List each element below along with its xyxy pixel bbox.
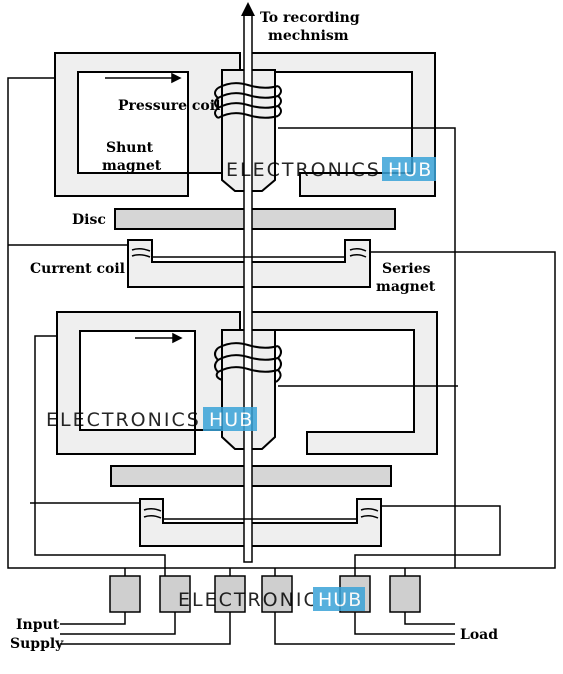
- svg-text:ELECTRONICS: ELECTRONICS: [46, 409, 201, 431]
- terminal-4: [261, 575, 293, 613]
- label-recording-1: To recording: [260, 10, 360, 26]
- svg-text:ELECTRONICS: ELECTRONICS: [178, 589, 333, 611]
- label-current-coil: Current coil: [30, 261, 125, 277]
- svg-text:ELECTRONICS: ELECTRONICS: [226, 159, 381, 181]
- terminal-1: [109, 575, 141, 613]
- terminal-2: [159, 575, 191, 613]
- wiring: [7, 77, 556, 645]
- watermark-middle: ELECTRONICS HUB: [46, 407, 257, 431]
- lower-pressure-coil: [214, 342, 282, 383]
- watermark-lower: ELECTRONICS HUB: [178, 587, 365, 611]
- watermark-upper: ELECTRONICS HUB: [226, 157, 436, 181]
- upper-current-coil: [131, 247, 367, 258]
- upper-shunt-magnet-left: [54, 52, 241, 197]
- terminal-6: [389, 575, 421, 613]
- label-disc: Disc: [72, 212, 106, 228]
- svg-text:HUB: HUB: [209, 409, 253, 431]
- lower-shunt-magnet-left: [56, 311, 241, 455]
- label-shunt-1: Shunt: [106, 140, 154, 156]
- label-supply: Supply: [10, 636, 64, 652]
- disc: [114, 208, 396, 230]
- label-series-2: magnet: [376, 279, 436, 295]
- spindle-arrow-icon: [241, 2, 255, 16]
- lower-series-magnet: [139, 498, 382, 547]
- flux-arrows: [105, 72, 183, 344]
- label-shunt-2: magnet: [102, 158, 162, 174]
- label-load: Load: [460, 627, 498, 643]
- label-input: Input: [16, 617, 60, 633]
- lower-shunt-magnet-right: [249, 311, 438, 455]
- svg-text:HUB: HUB: [318, 589, 362, 611]
- label-series-1: Series: [382, 261, 431, 277]
- terminal-3: [214, 575, 246, 613]
- lower-current-coil: [143, 507, 379, 520]
- svg-text:HUB: HUB: [388, 159, 432, 181]
- label-pressure-coil: Pressure coil: [118, 98, 220, 114]
- label-recording-2: mechnism: [268, 28, 349, 44]
- upper-pressure-coil: [214, 82, 282, 119]
